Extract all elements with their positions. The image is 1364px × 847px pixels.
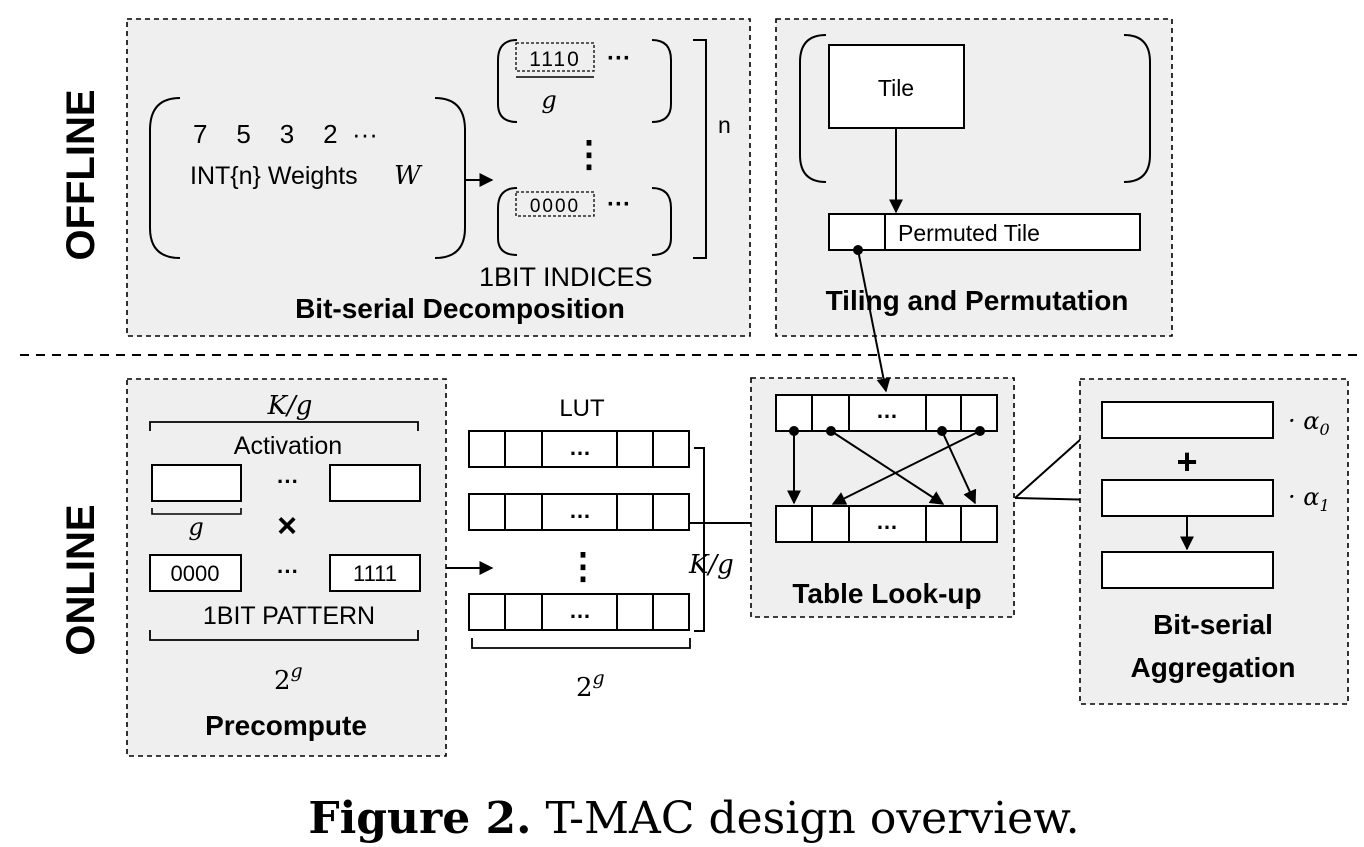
- offline-label: OFFLINE: [59, 89, 103, 260]
- tiling-permutation-panel: Tile Permuted Tile Tiling and Permutatio…: [775, 18, 1173, 337]
- tiling-permutation-title: Tiling and Permutation: [826, 285, 1129, 316]
- index-bits-bottom: 0000: [530, 196, 580, 217]
- activation-group-first: [151, 464, 242, 502]
- n-label: n: [718, 112, 731, 138]
- index-bottom-ellipsis: ···: [607, 191, 631, 218]
- alpha0-label: · α0: [1288, 407, 1330, 439]
- activation-ellipsis: ···: [277, 469, 299, 494]
- lookup-result-row: …: [775, 505, 998, 543]
- agg-plus: +: [1176, 441, 1197, 482]
- figure-caption: Figure 2. T-MAC design overview.: [308, 793, 1079, 844]
- kg-label-lut: K/g: [688, 550, 734, 580]
- weights-values: 7 5 3 2 ···: [193, 119, 378, 149]
- agg-box-top: [1101, 401, 1274, 439]
- table-lookup-panel: … … Table Look-up: [750, 377, 1015, 618]
- alpha1-label: · α1: [1288, 483, 1330, 515]
- agg-box-mid: [1101, 479, 1274, 517]
- lut-row-3: …: [468, 593, 690, 631]
- weights-symbol: W: [394, 161, 423, 191]
- two-pow-g-precompute: 2g: [274, 660, 303, 696]
- lut-row-3-dots: …: [569, 598, 591, 623]
- pattern-ellipsis: ···: [277, 559, 299, 584]
- two-pow-g-lut: 2g: [576, 667, 605, 703]
- precompute-title: Precompute: [205, 710, 367, 741]
- aggregation-title-line2: Aggregation: [1131, 652, 1296, 683]
- index-bits-top: 1110: [529, 48, 581, 71]
- online-label: ONLINE: [59, 504, 103, 655]
- n-bracket: [693, 39, 707, 259]
- kg-label-precompute: K/g: [267, 391, 313, 421]
- times-symbol: ×: [277, 507, 297, 545]
- index-group-bottom: [515, 191, 595, 217]
- lut-kg-bracket: [694, 447, 705, 632]
- bit-serial-decomposition-title: Bit-serial Decomposition: [295, 293, 625, 324]
- pattern-box-last: [329, 554, 421, 592]
- lut-row-2: …: [468, 493, 690, 531]
- lut-title: LUT: [559, 395, 605, 422]
- pattern-box-first: [149, 554, 242, 592]
- bit-serial-decomposition-panel: 7 5 3 2 ··· INT{n} Weights W 1110 ··· g …: [126, 18, 751, 337]
- lookup-arrows: [787, 430, 981, 505]
- g-label-precompute: g: [188, 513, 203, 541]
- bit-serial-aggregation-panel: · α0 + · α1 Bit-serial Aggregation: [1079, 378, 1349, 705]
- lut-row-1: …: [468, 430, 690, 468]
- g-label-index: g: [541, 86, 556, 114]
- lut-row-1-dots: …: [569, 435, 591, 460]
- lookup-index-row: …: [775, 394, 998, 432]
- table-lookup-title: Table Look-up: [792, 578, 981, 609]
- permuted-tile-label: Permuted Tile: [898, 220, 1040, 246]
- permuted-tile-box: [828, 213, 1141, 251]
- aggregation-title-line1: Bit-serial: [1153, 609, 1273, 640]
- permuted-to-lookup-arrow: [857, 249, 891, 393]
- agg-box-result: [1101, 551, 1274, 589]
- lut-group: LUT … … ⋮ … K/g: [468, 395, 734, 703]
- lookup-result-dots: …: [876, 509, 898, 534]
- caption-figure-number: Figure 2.: [308, 793, 531, 844]
- lut-row-2-dots: …: [569, 498, 591, 523]
- weights-right-paren: [434, 97, 466, 259]
- tile-box: [828, 44, 965, 129]
- lut-vdots: ⋮: [565, 545, 601, 586]
- precompute-panel: K/g Activation ··· g × 0000 ··· 1111 1BI…: [126, 378, 447, 757]
- indices-label: 1BIT INDICES: [479, 262, 653, 292]
- weights-label: INT{n} Weights: [190, 162, 358, 190]
- index-top-ellipsis: ···: [607, 45, 631, 72]
- index-group-top: [515, 42, 595, 72]
- pattern-last: 1111: [353, 561, 397, 586]
- caption-text: T-MAC design overview.: [531, 793, 1079, 844]
- index-vdots: ⋮: [571, 133, 607, 174]
- activation-label: Activation: [234, 432, 342, 460]
- activation-group-last: [329, 464, 421, 502]
- pattern-first: 0000: [171, 561, 220, 586]
- tile-label: Tile: [878, 75, 914, 101]
- lookup-index-dots: …: [876, 398, 898, 423]
- pattern-label: 1BIT PATTERN: [203, 602, 375, 630]
- weights-left-paren: [149, 97, 181, 259]
